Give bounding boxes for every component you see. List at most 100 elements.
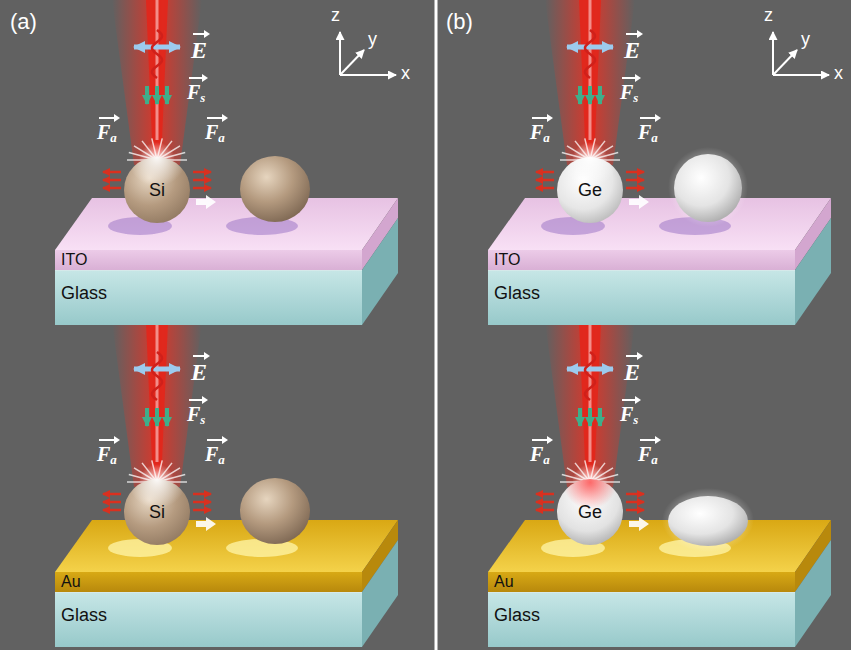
layer-label: Au bbox=[55, 572, 87, 592]
force-arrow bbox=[536, 509, 554, 512]
force-arrow bbox=[193, 187, 211, 190]
force-label: Fs bbox=[187, 396, 208, 425]
symbol: F bbox=[205, 443, 218, 465]
force-label: Fa bbox=[205, 114, 228, 143]
force-arrow bbox=[536, 501, 554, 504]
laser-core bbox=[146, 0, 168, 162]
force-arrow bbox=[165, 408, 169, 426]
light-wave bbox=[585, 30, 595, 78]
force-label: Fa bbox=[97, 114, 120, 143]
subscript: a bbox=[543, 452, 550, 467]
force-label: Fs bbox=[187, 74, 208, 103]
material-label: Ge bbox=[578, 180, 602, 201]
axis-z bbox=[339, 32, 341, 75]
symbol: F bbox=[187, 403, 200, 425]
axis-label: z bbox=[331, 6, 340, 26]
nanoparticle: Si bbox=[124, 479, 190, 545]
polarization-arrow bbox=[567, 45, 613, 50]
film-top-face bbox=[488, 198, 831, 250]
symbol: F bbox=[638, 443, 651, 465]
panel-scene bbox=[55, 322, 398, 647]
moved-particle bbox=[240, 156, 310, 222]
symbol: F bbox=[620, 403, 633, 425]
film-layer: ITO bbox=[488, 250, 795, 270]
force-arrow bbox=[536, 179, 554, 182]
moved-particle bbox=[674, 154, 742, 222]
force-arrow bbox=[103, 509, 121, 512]
panel-divider bbox=[435, 0, 438, 650]
force-arrow bbox=[536, 171, 554, 174]
nanoparticle: Ge bbox=[557, 157, 623, 223]
force-arrow bbox=[626, 501, 644, 504]
force-arrow bbox=[578, 408, 582, 426]
laser-glow bbox=[545, 322, 635, 487]
subscript: s bbox=[633, 90, 638, 105]
material-label: Ge bbox=[578, 502, 602, 523]
layer-label: ITO bbox=[55, 250, 93, 270]
axis-x bbox=[773, 74, 829, 76]
symbol: F bbox=[187, 81, 200, 103]
symbol: F bbox=[530, 443, 543, 465]
laser-highlight bbox=[589, 322, 592, 462]
axis-label: z bbox=[764, 6, 773, 26]
glass-substrate: Glass bbox=[55, 270, 362, 325]
layer-label: Glass bbox=[488, 271, 546, 315]
glass-side-face bbox=[362, 540, 398, 647]
film-layer: ITO bbox=[55, 250, 362, 270]
panel-scene bbox=[55, 0, 398, 325]
motion-arrow bbox=[629, 195, 649, 209]
panel-tag: (b) bbox=[446, 10, 473, 34]
subscript: a bbox=[218, 130, 225, 145]
force-arrow bbox=[155, 86, 159, 104]
panel-scene bbox=[488, 322, 831, 647]
force-label: Fa bbox=[97, 436, 120, 465]
motion-arrow bbox=[196, 195, 216, 209]
nanoparticle: Ge bbox=[557, 479, 623, 545]
axis-x bbox=[340, 74, 396, 76]
force-arrow bbox=[626, 171, 644, 174]
force-arrow bbox=[103, 501, 121, 504]
force-label: Fs bbox=[620, 396, 641, 425]
moved-particle bbox=[668, 496, 748, 546]
layer-label: Glass bbox=[55, 271, 113, 315]
force-arrow bbox=[588, 86, 592, 104]
polarization-arrow bbox=[134, 367, 180, 372]
force-arrow bbox=[103, 179, 121, 182]
symbol: F bbox=[205, 121, 218, 143]
force-label: Fa bbox=[638, 436, 661, 465]
symbol: F bbox=[620, 81, 633, 103]
particle-glow bbox=[668, 147, 748, 227]
force-arrow bbox=[103, 187, 121, 190]
force-arrow bbox=[626, 493, 644, 496]
axis-z bbox=[772, 32, 774, 75]
field-vector: E bbox=[191, 30, 210, 63]
force-arrow bbox=[536, 493, 554, 496]
symbol: F bbox=[97, 121, 110, 143]
film-top-face bbox=[55, 198, 398, 250]
force-arrow bbox=[145, 408, 149, 426]
subscript: a bbox=[110, 452, 117, 467]
axis-y bbox=[340, 50, 364, 75]
subscript: a bbox=[651, 130, 658, 145]
material-label: Si bbox=[149, 502, 165, 523]
force-arrow bbox=[578, 86, 582, 104]
subscript: a bbox=[110, 130, 117, 145]
subscript: a bbox=[651, 452, 658, 467]
laser-core bbox=[146, 322, 168, 484]
subscript: s bbox=[200, 90, 205, 105]
layer-label: Au bbox=[488, 572, 520, 592]
force-arrow bbox=[193, 171, 211, 174]
symbol: F bbox=[638, 121, 651, 143]
force-label: Fa bbox=[530, 436, 553, 465]
force-arrow bbox=[193, 493, 211, 496]
polarization-arrow bbox=[134, 45, 180, 50]
layer-label: ITO bbox=[488, 250, 526, 270]
light-wave bbox=[585, 352, 595, 400]
symbol: F bbox=[97, 443, 110, 465]
force-arrow bbox=[626, 187, 644, 190]
glass-side-face bbox=[362, 218, 398, 325]
subscript: a bbox=[543, 130, 550, 145]
panel-scene bbox=[488, 0, 831, 325]
subscript: s bbox=[200, 412, 205, 427]
polarization-arrow bbox=[567, 367, 613, 372]
